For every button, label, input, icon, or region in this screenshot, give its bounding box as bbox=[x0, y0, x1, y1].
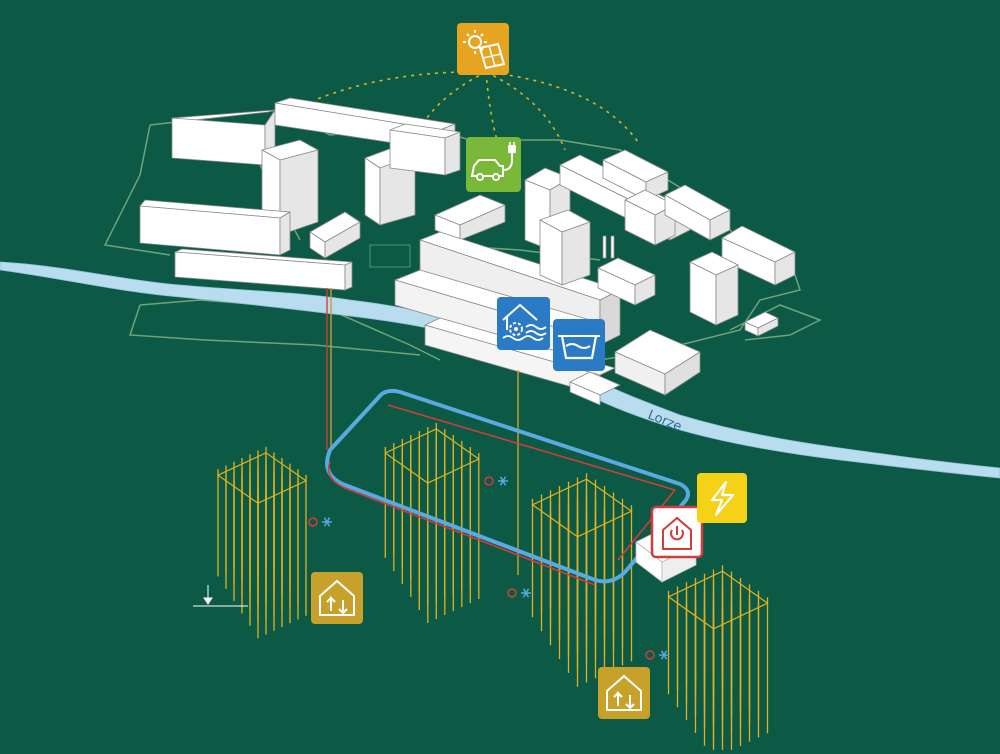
warm-cold-indicator-icon bbox=[507, 588, 531, 598]
building bbox=[539, 209, 591, 286]
probe-field bbox=[667, 565, 769, 754]
chimney bbox=[602, 235, 607, 259]
building-outline bbox=[369, 244, 411, 268]
building bbox=[139, 199, 291, 256]
building bbox=[171, 109, 276, 166]
building bbox=[721, 225, 796, 286]
building bbox=[364, 144, 416, 226]
probe-field bbox=[531, 473, 633, 687]
warm-cold-indicator-icon bbox=[645, 650, 669, 660]
lightning-power-icon bbox=[697, 473, 747, 523]
heat-pump-house-icon bbox=[598, 667, 650, 719]
building bbox=[664, 184, 731, 241]
building bbox=[624, 189, 676, 246]
connection-risers bbox=[326, 288, 519, 575]
probe-field bbox=[216, 446, 308, 639]
district-loop-pipeline bbox=[325, 388, 690, 586]
building bbox=[434, 194, 506, 241]
power-house-icon bbox=[635, 505, 704, 583]
water-basin-icon bbox=[553, 319, 605, 371]
geothermal-probe-fields bbox=[216, 423, 769, 754]
solar-sun-panel-icon bbox=[457, 23, 509, 75]
building bbox=[174, 248, 353, 291]
building bbox=[597, 257, 656, 306]
heat-pump-house-icon bbox=[311, 572, 363, 624]
chimney bbox=[610, 235, 615, 259]
warm-cold-indicator-icon bbox=[484, 476, 508, 486]
river-lorze bbox=[0, 261, 1000, 479]
electric-car-charging-icon bbox=[466, 137, 521, 192]
building bbox=[569, 371, 621, 406]
depth-arrow-icon bbox=[193, 585, 248, 607]
probe-field bbox=[384, 423, 480, 623]
building bbox=[744, 311, 779, 337]
building bbox=[309, 211, 361, 259]
warm-cold-indicator-icon bbox=[308, 517, 332, 527]
warm-cold-indicators bbox=[308, 476, 669, 660]
lake-water-heat-icon bbox=[497, 297, 550, 350]
building bbox=[389, 123, 461, 176]
building bbox=[614, 329, 701, 396]
building bbox=[689, 251, 739, 326]
